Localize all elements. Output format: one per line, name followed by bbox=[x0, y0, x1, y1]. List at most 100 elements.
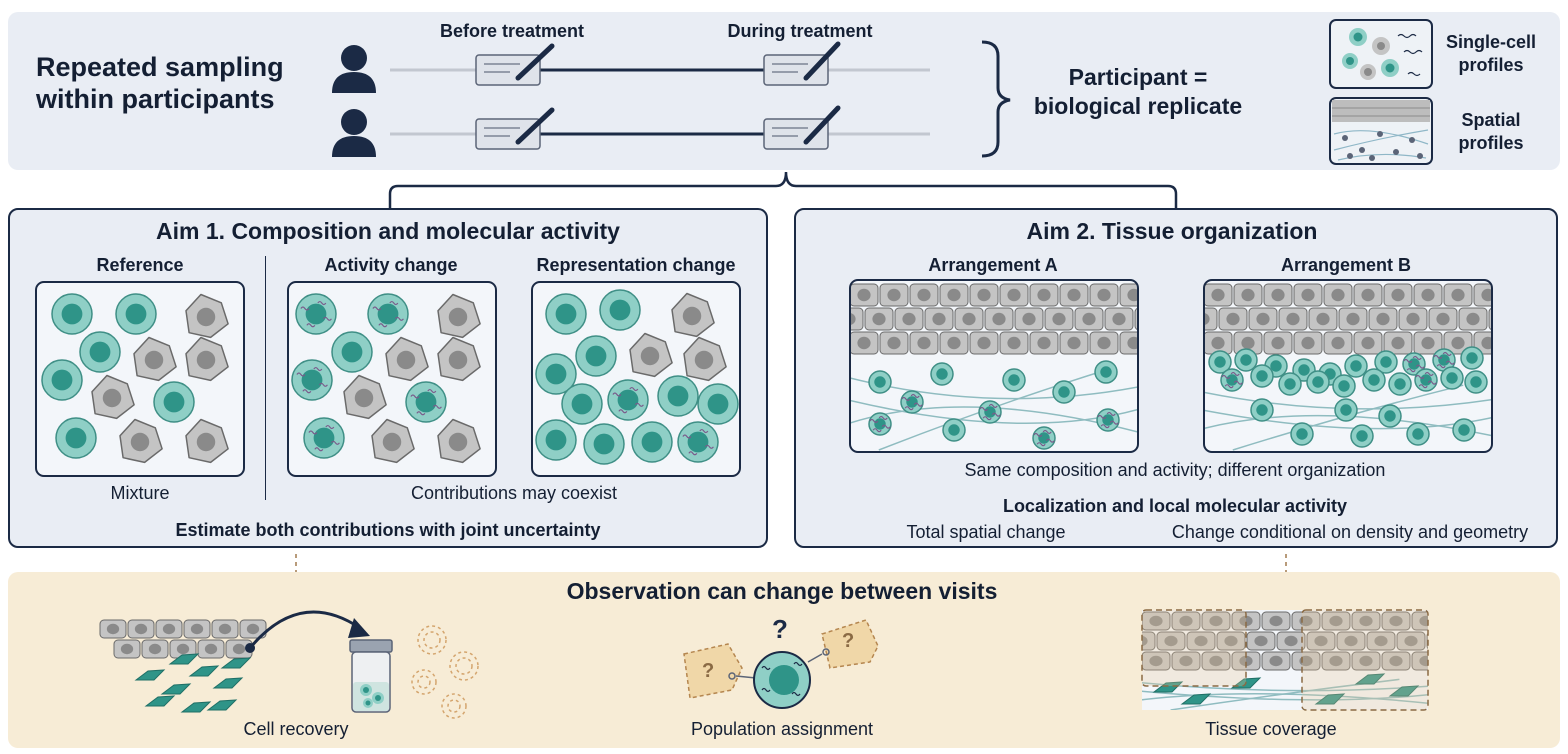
immune-cell-icon bbox=[1374, 350, 1398, 374]
question-tag-icon bbox=[807, 619, 879, 669]
immune-cell-icon bbox=[1334, 398, 1358, 422]
brace-icon bbox=[981, 40, 1011, 158]
participant-icon bbox=[332, 109, 376, 157]
immune-cell-icon bbox=[575, 335, 617, 377]
immune-cell-icon bbox=[1388, 372, 1412, 396]
during-treatment-label: During treatment bbox=[727, 21, 873, 41]
coexist-label: Contributions may coexist bbox=[410, 483, 618, 503]
immune-cell-icon bbox=[1460, 346, 1484, 370]
immune-cell-icon bbox=[1208, 350, 1232, 374]
question-mark: ? bbox=[772, 614, 788, 644]
immune-cell-icon bbox=[561, 383, 603, 425]
immune-cell-icon bbox=[291, 359, 333, 401]
stromal-cell-icon bbox=[343, 374, 387, 420]
fibroblast-icon bbox=[144, 695, 176, 707]
unassigned-cell-icon bbox=[753, 651, 811, 709]
immune-cell-icon bbox=[1052, 380, 1076, 404]
activity-change-label: Activity change bbox=[324, 255, 458, 275]
immune-cell-icon bbox=[599, 289, 641, 331]
stromal-cell-icon bbox=[185, 293, 229, 339]
immune-cell-icon bbox=[153, 381, 195, 423]
total-spatial-change-label: Total spatial change bbox=[906, 522, 1066, 542]
immune-cell-icon bbox=[41, 359, 83, 401]
immune-cell-icon bbox=[1350, 424, 1374, 448]
immune-cell-icon bbox=[677, 421, 719, 463]
aim1-title: Aim 1. Composition and molecular activit… bbox=[156, 218, 620, 244]
immune-cell-icon bbox=[1332, 374, 1356, 398]
legend-spatial-line2: profiles bbox=[1458, 133, 1524, 153]
replicate-line2: biological replicate bbox=[1033, 93, 1243, 119]
immune-cell-icon bbox=[868, 370, 892, 394]
fibroblast-icon bbox=[160, 683, 192, 695]
sampling-timeline-diagram bbox=[332, 19, 1433, 208]
legend-single-line2: profiles bbox=[1458, 55, 1524, 75]
immune-cell-icon bbox=[55, 417, 97, 459]
immune-cell-icon bbox=[545, 293, 587, 335]
lost-cells-icon bbox=[411, 625, 479, 719]
immune-cell-icon bbox=[978, 400, 1002, 424]
aim2-title: Aim 2. Tissue organization bbox=[1026, 218, 1318, 244]
immune-cell-icon bbox=[1094, 360, 1118, 384]
stromal-cell-icon bbox=[629, 332, 673, 378]
fibroblast-icon bbox=[134, 669, 166, 681]
immune-cell-icon bbox=[303, 417, 345, 459]
sample-card-icon bbox=[475, 107, 555, 150]
fibroblast-icon bbox=[188, 665, 220, 677]
fibroblast-icon bbox=[1388, 685, 1420, 697]
immune-cell-icon bbox=[1362, 368, 1386, 392]
fibroblast-icon bbox=[206, 699, 238, 711]
immune-cell-icon bbox=[900, 390, 924, 414]
representation-change-label: Representation change bbox=[536, 255, 736, 275]
immune-cell-icon bbox=[607, 379, 649, 421]
stromal-cell-icon bbox=[437, 418, 481, 464]
cell-recovery-label: Cell recovery bbox=[243, 719, 349, 739]
immune-cell-icon bbox=[868, 412, 892, 436]
stromal-cell-icon bbox=[91, 374, 135, 420]
stromal-cell-icon bbox=[119, 418, 163, 464]
arrangement-b-box bbox=[1203, 279, 1493, 453]
immune-cell-icon bbox=[1250, 398, 1274, 422]
sample-card-icon bbox=[763, 105, 841, 150]
tissue-coverage-label: Tissue coverage bbox=[1205, 719, 1337, 739]
tissue-block-icon bbox=[99, 619, 267, 713]
spatial-legend-icon bbox=[1329, 97, 1433, 165]
fibroblast-icon bbox=[1180, 693, 1212, 705]
immune-cell-icon bbox=[631, 421, 673, 463]
immune-cell-icon bbox=[295, 293, 337, 335]
recovery-arrow bbox=[248, 610, 361, 649]
mixture-label: Mixture bbox=[110, 483, 170, 503]
immune-cell-icon bbox=[1234, 348, 1258, 372]
immune-cell-icon bbox=[1414, 368, 1438, 392]
stromal-cell-icon bbox=[683, 336, 727, 382]
sample-card-icon bbox=[475, 43, 555, 86]
stromal-cell-icon bbox=[437, 336, 481, 382]
immune-cell-icon bbox=[1432, 348, 1456, 372]
immune-cell-icon bbox=[1032, 426, 1056, 450]
immune-cell-icon bbox=[1096, 408, 1120, 432]
before-treatment-label: Before treatment bbox=[439, 21, 585, 41]
arrangement-b-label: Arrangement B bbox=[1280, 255, 1412, 275]
immune-cell-icon bbox=[1002, 368, 1026, 392]
immune-cell-icon bbox=[1344, 354, 1368, 378]
arrangement-a-label: Arrangement A bbox=[928, 255, 1058, 275]
immune-cell-icon bbox=[405, 381, 447, 423]
aims-connector bbox=[388, 171, 1178, 208]
stromal-cell-icon bbox=[185, 418, 229, 464]
immune-cell-icon bbox=[331, 331, 373, 373]
single-cell-legend-icon bbox=[1329, 19, 1433, 89]
question-mark: ? bbox=[842, 630, 855, 652]
fibroblast-icon bbox=[1354, 673, 1386, 685]
legend-single-line1: Single-cell bbox=[1445, 32, 1537, 52]
immune-cell-icon bbox=[115, 293, 157, 335]
immune-cell-icon bbox=[942, 418, 966, 442]
immune-cell-icon bbox=[930, 362, 954, 386]
sample-card-icon bbox=[763, 41, 841, 86]
immune-cell-icon bbox=[1306, 370, 1330, 394]
legend-spatial-line1: Spatial bbox=[1461, 110, 1521, 130]
fibroblast-icon bbox=[168, 653, 200, 665]
replicate-line1: Participant = bbox=[1068, 64, 1208, 90]
immune-cell-icon bbox=[535, 353, 577, 395]
